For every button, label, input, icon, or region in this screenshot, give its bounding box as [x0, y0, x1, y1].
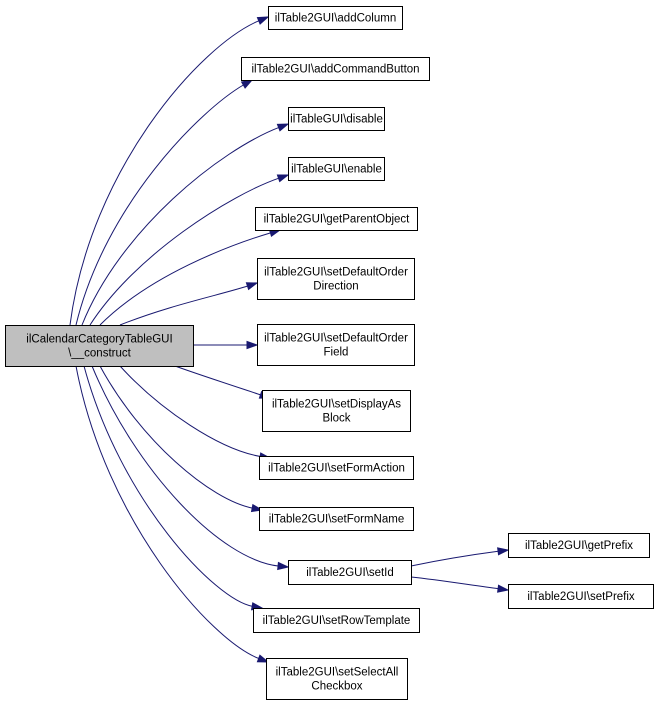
edge-line: [91, 365, 280, 567]
edge-root-to-addCmdBtn: [75, 79, 254, 326]
node-label: Checkbox: [311, 681, 362, 693]
edge-line: [81, 126, 280, 326]
arrowhead-icon: [246, 340, 259, 350]
node-box: [508, 533, 650, 558]
nodes-layer: ilCalendarCategoryTableGUI\__constructil…: [5, 6, 654, 700]
edge-line: [89, 177, 280, 326]
node-label: Direction: [313, 281, 358, 293]
edge-line: [75, 365, 260, 660]
edge-root-to-enable: [89, 174, 290, 326]
edge-root-to-setDefField: [192, 340, 259, 350]
node-label: ilCalendarCategoryTableGUI: [26, 334, 172, 346]
node-label: ilTable2GUI\setSelectAll: [276, 667, 399, 679]
node-enable[interactable]: ilTableGUI\enable: [288, 157, 385, 181]
node-label: ilTable2GUI\setFormName: [269, 514, 404, 526]
node-box: [259, 507, 414, 531]
edge-line: [410, 576, 500, 590]
node-box: [257, 324, 415, 366]
edges-layer: [69, 16, 510, 663]
edge-root-to-setDefDir: [119, 282, 259, 326]
node-label: Field: [324, 347, 349, 359]
node-box: [266, 658, 408, 700]
edge-root-to-setRowTpl: [83, 365, 264, 611]
node-label: ilTable2GUI\getParentObject: [264, 214, 411, 226]
node-box: [259, 456, 414, 480]
edge-root-to-setDispBlk: [174, 365, 272, 399]
edge-line: [83, 365, 254, 607]
edge-root-to-setFormAct: [119, 365, 272, 461]
edge-root-to-addColumn: [69, 16, 270, 326]
node-box: [508, 584, 654, 609]
edge-setId-to-setPrefix: [410, 576, 510, 593]
edge-line: [410, 550, 500, 567]
node-label: ilTable2GUI\getPrefix: [525, 540, 633, 552]
node-box: [262, 390, 411, 432]
node-box: [288, 560, 412, 585]
edge-root-to-disable: [81, 123, 290, 326]
arrowhead-icon: [497, 584, 510, 593]
node-box: [288, 157, 385, 181]
node-disable[interactable]: ilTableGUI\disable: [288, 107, 385, 131]
arrowhead-icon: [276, 174, 290, 183]
edge-line: [99, 232, 272, 326]
node-box: [5, 325, 194, 367]
arrowhead-icon: [277, 561, 290, 571]
arrowhead-icon: [256, 654, 270, 663]
edge-root-to-setSelAll: [75, 365, 270, 663]
node-label: ilTable2GUI\setDefaultOrder: [264, 267, 408, 279]
node-setFormAct[interactable]: ilTable2GUI\setFormAction: [259, 456, 414, 480]
edge-root-to-setId: [91, 365, 290, 571]
node-box: [253, 608, 420, 633]
node-setId[interactable]: ilTable2GUI\setId: [288, 560, 412, 585]
edge-line: [75, 84, 245, 326]
node-label: ilTable2GUI\setDisplayAs: [272, 399, 401, 411]
node-label: ilTableGUI\enable: [291, 164, 382, 176]
edge-line: [69, 19, 260, 326]
node-box: [257, 258, 415, 300]
edge-root-to-setFormName: [99, 365, 264, 513]
node-label: Block: [322, 413, 350, 425]
edge-line: [174, 365, 262, 396]
node-addColumn[interactable]: ilTable2GUI\addColumn: [268, 6, 403, 30]
edge-line: [99, 365, 254, 509]
node-label: ilTable2GUI\addColumn: [275, 13, 396, 25]
edge-setId-to-getPrefix: [410, 547, 510, 567]
arrowhead-icon: [256, 16, 270, 25]
node-label: ilTable2GUI\addCommandButton: [251, 64, 419, 76]
arrowhead-icon: [497, 547, 510, 556]
node-setPrefix[interactable]: ilTable2GUI\setPrefix: [508, 584, 654, 609]
node-label: ilTable2GUI\setPrefix: [527, 591, 635, 603]
edge-root-to-getParent: [99, 228, 282, 326]
node-label: ilTable2GUI\setId: [306, 567, 394, 579]
node-setFormName[interactable]: ilTable2GUI\setFormName: [259, 507, 414, 531]
node-root[interactable]: ilCalendarCategoryTableGUI \__construct: [5, 325, 194, 367]
node-setRowTpl[interactable]: ilTable2GUI\setRowTemplate: [253, 608, 420, 633]
edge-line: [119, 285, 249, 326]
node-box: [241, 57, 430, 81]
arrowhead-icon: [245, 282, 259, 291]
arrowhead-icon: [276, 123, 290, 132]
arrowhead-icon: [240, 79, 254, 89]
node-getPrefix[interactable]: ilTable2GUI\getPrefix: [508, 533, 650, 558]
edge-line: [119, 365, 262, 458]
node-addCmdBtn[interactable]: ilTable2GUI\addCommandButton: [241, 57, 430, 81]
node-box: [288, 107, 385, 131]
node-label: ilTableGUI\disable: [290, 114, 383, 126]
node-label: ilTable2GUI\setRowTemplate: [263, 615, 411, 627]
node-label: ilTable2GUI\setDefaultOrder: [264, 333, 408, 345]
node-label: \__construct: [68, 348, 131, 360]
node-box: [255, 207, 418, 231]
node-getParent[interactable]: ilTable2GUI\getParentObject: [255, 207, 418, 231]
node-label: ilTable2GUI\setFormAction: [268, 463, 405, 475]
node-box: [268, 6, 403, 30]
